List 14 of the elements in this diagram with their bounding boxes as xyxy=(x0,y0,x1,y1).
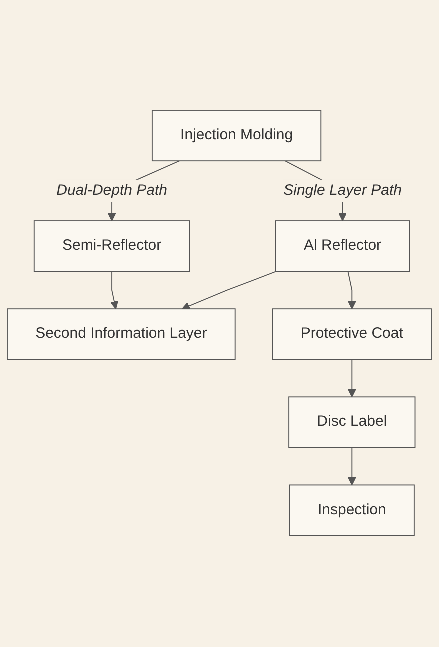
arrow xyxy=(110,272,119,310)
node-box: Semi-Reflector xyxy=(34,220,190,272)
arrow xyxy=(182,272,277,310)
node-box: Second Information Layer xyxy=(7,308,236,360)
node-box: Disc Label xyxy=(288,397,416,449)
edge-label: Single Layer Path xyxy=(284,182,402,199)
arrow xyxy=(348,272,356,310)
node-box: Protective Coat xyxy=(272,308,432,360)
edge-label: Dual-Depth Path xyxy=(56,182,168,199)
node-box: Injection Molding xyxy=(152,110,322,162)
arrow xyxy=(348,448,356,486)
node-box: Inspection xyxy=(289,485,415,537)
node-box: Al Reflector xyxy=(275,220,410,272)
arrow xyxy=(348,360,356,398)
